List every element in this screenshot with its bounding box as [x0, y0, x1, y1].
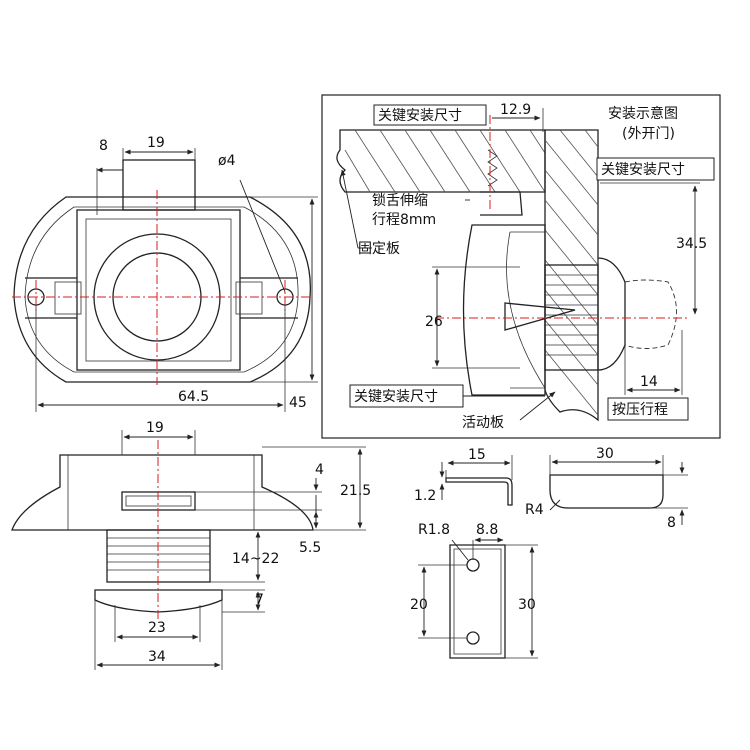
- screw: [504, 302, 576, 331]
- mounting-hole-top: [466, 558, 480, 572]
- button-cap: [597, 257, 626, 371]
- mounting-plate-inner: [453, 548, 502, 655]
- install-dim-26: 26: [425, 314, 443, 330]
- front-inner-body: [24, 206, 299, 373]
- side-dim-21-5: 21.5: [340, 483, 371, 499]
- side-dim-4: 4: [315, 462, 324, 478]
- install-subtitle: (外开门): [622, 126, 675, 142]
- tongue-dim-1-2: 1.2: [414, 488, 436, 504]
- button-dim-8: 8: [667, 515, 676, 531]
- side-dim-23: 23: [148, 620, 166, 636]
- mounting-hole-bottom: [466, 631, 480, 645]
- install-dim-12-9: 12.9: [500, 102, 531, 118]
- side-dim-14-22: 14~22: [232, 551, 279, 567]
- latch-tongue: [480, 191, 523, 216]
- key-dim-box-1: [373, 104, 487, 126]
- movable-plate-label: 活动板: [462, 415, 504, 431]
- fixed-plate-leader: [340, 169, 359, 249]
- fixed-plate-hatch: [344, 129, 546, 193]
- front-frame-inner: [85, 218, 232, 362]
- mounting-plate-view: R1.8 8.8 20 30: [410, 522, 538, 659]
- key-dim-label-3: 关键安装尺寸: [354, 389, 438, 405]
- button-dim-r4: R4: [525, 502, 544, 518]
- button-pressed-outline: [624, 279, 677, 349]
- plate-dim-8-8: 8.8: [476, 522, 498, 538]
- side-dim-5-5: 5.5: [299, 540, 321, 556]
- install-frame: [321, 94, 721, 439]
- plate-dim-30: 30: [518, 597, 536, 613]
- install-title: 安装示意图: [608, 105, 678, 122]
- tongue-profile: [445, 477, 513, 506]
- movable-plate-shape: [544, 129, 599, 422]
- front-dim-19: 19: [147, 135, 165, 151]
- button-dim-30: 30: [596, 446, 614, 462]
- side-dim-34: 34: [148, 649, 166, 665]
- front-outer-body: [13, 196, 311, 383]
- movable-plate-hatch: [544, 129, 599, 416]
- tongue-dim-15: 15: [468, 447, 486, 463]
- press-stroke-label: 按压行程: [612, 402, 668, 418]
- plate-dim-20: 20: [410, 597, 428, 613]
- tongue-spring: [487, 149, 498, 187]
- fixed-plate-label: 固定板: [358, 241, 400, 257]
- front-lug-left: [54, 281, 82, 315]
- latch-threads: [545, 274, 598, 356]
- front-tongue: [122, 159, 196, 211]
- install-diagram: 关键安装尺寸 12.9 安装示意图 (外开门) 关键安装尺寸 34.5 26 1…: [321, 94, 721, 439]
- front-hole-leader: [239, 179, 286, 293]
- tongue-profile-view: 15 1.2: [414, 447, 513, 506]
- front-lugs: [25, 277, 298, 319]
- latch-inner-curve: [506, 231, 546, 389]
- tongue-stroke-1: 锁舌伸缩: [372, 193, 428, 209]
- front-dim-45: 45: [289, 395, 307, 411]
- key-dim-box-2: [596, 157, 715, 181]
- install-dim-34-5: 34.5: [676, 236, 707, 252]
- plate-dim-r1-8: R1.8: [418, 522, 450, 538]
- side-flange-inner: [67, 455, 255, 530]
- movable-plate-leader: [519, 391, 556, 421]
- button-profile-view: 30 R4 8: [525, 446, 688, 531]
- side-dim-19: 19: [146, 420, 164, 436]
- install-dim-14: 14: [640, 374, 658, 390]
- front-view: 19 8 ø4 64.5 45: [12, 135, 318, 412]
- front-dim-64-5: 64.5: [178, 389, 209, 405]
- tongue-stroke-2: 行程8mm: [372, 212, 436, 228]
- press-stroke-box: [607, 397, 689, 421]
- front-lug-right: [235, 281, 263, 315]
- front-dim-hole: ø4: [218, 153, 236, 169]
- latch-body: [462, 224, 546, 396]
- key-dim-label-2: 关键安装尺寸: [601, 162, 685, 178]
- side-view: 19 21.5 4 5.5 14~22 7 23 34: [11, 420, 371, 670]
- key-dim-label-1: 关键安装尺寸: [378, 108, 462, 124]
- front-dim-8: 8: [99, 138, 108, 154]
- side-dim-7: 7: [255, 592, 264, 608]
- button-profile: [549, 474, 664, 509]
